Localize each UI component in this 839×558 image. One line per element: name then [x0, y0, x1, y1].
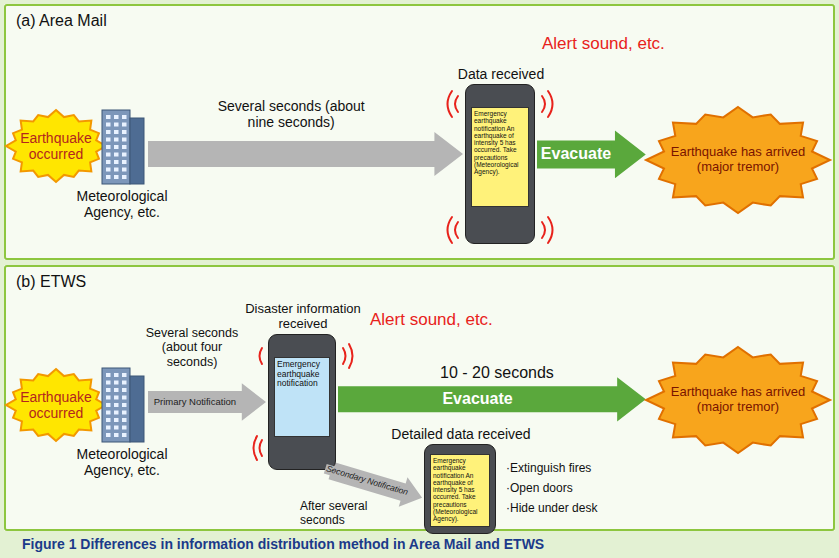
- edge-label: Several seconds (about nine seconds): [206, 98, 376, 130]
- alert-note: Alert sound, etc.: [542, 34, 665, 54]
- phone-status: Detailed data received: [376, 426, 546, 442]
- phone-screen: Emergency earthquake notification: [274, 357, 330, 437]
- mobile-phone: Emergency earthquake notification An ear…: [424, 444, 496, 534]
- figure-caption: Figure 1 Differences in information dist…: [22, 536, 544, 552]
- panel-heading: (b) ETWS: [16, 273, 86, 291]
- agency-building: Meteorological Agency, etc.: [98, 104, 146, 184]
- timing-note: Several seconds (about four seconds): [138, 326, 246, 369]
- block-arrow: [338, 377, 646, 421]
- screen-text: Emergency earthquake notification: [275, 358, 329, 391]
- screen-text: Emergency earthquake notification An ear…: [431, 455, 489, 524]
- mobile-phone: Emergency earthquake notificationDisaste…: [268, 334, 336, 470]
- phone-status: Data received: [441, 66, 561, 82]
- burst-text: Earthquake has arrived (major tremor): [662, 145, 814, 175]
- action-item: ·Extinguish fires: [506, 462, 591, 476]
- agency-building: Meteorological Agency, etc.: [98, 362, 146, 442]
- edge-label: Primary Notification: [153, 397, 237, 408]
- burst-outline: [6, 369, 106, 441]
- earthquake-burst: Earthquake occurred: [4, 108, 108, 184]
- edge-label: Secondary Notification: [324, 464, 410, 498]
- edge-label: Evacuate: [441, 390, 513, 408]
- block-arrow: [537, 131, 646, 179]
- burst-outline: [646, 347, 830, 453]
- screen-text: Emergency earthquake notification An ear…: [472, 108, 528, 177]
- action-item: ·Hide under desk: [506, 502, 597, 516]
- panel-band: Earthquake occurredMeteorological Agency…: [4, 265, 835, 531]
- mobile-phone: Emergency earthquake notification An ear…: [465, 84, 535, 244]
- agency-name: Meteorological Agency, etc.: [56, 446, 188, 478]
- earthquake-burst: Earthquake has arrived (major tremor): [644, 345, 832, 455]
- phone-screen: Emergency earthquake notification An ear…: [430, 454, 490, 527]
- earthquake-burst: Earthquake occurred: [4, 367, 108, 443]
- panel-ground: [4, 4, 835, 260]
- phone-screen: Emergency earthquake notification An ear…: [471, 107, 529, 207]
- building-icon: [98, 362, 146, 442]
- agency-name: Meteorological Agency, etc.: [56, 188, 188, 220]
- phone-status: Disaster information received: [238, 302, 368, 332]
- panel-band: Earthquake occurredMeteorological Agency…: [4, 4, 835, 260]
- building-icon: [98, 104, 146, 184]
- earthquake-burst: Earthquake has arrived (major tremor): [644, 105, 832, 215]
- block-arrow: [148, 383, 266, 420]
- burst-outline: [6, 110, 106, 182]
- timing-note: After several seconds: [300, 500, 380, 528]
- burst-text: Earthquake occurred: [14, 130, 98, 162]
- panel-ground: [4, 265, 835, 531]
- alert-note: Alert sound, etc.: [370, 310, 493, 330]
- edge-label: Evacuate: [540, 145, 612, 163]
- burst-text: Earthquake occurred: [14, 389, 98, 421]
- action-item: ·Open doors: [506, 482, 573, 496]
- block-arrow: [148, 132, 463, 176]
- burst-outline: [646, 107, 830, 213]
- timing-note: 10 - 20 seconds: [440, 364, 554, 382]
- panel-heading: (a) Area Mail: [16, 12, 107, 30]
- burst-text: Earthquake has arrived (major tremor): [662, 385, 814, 415]
